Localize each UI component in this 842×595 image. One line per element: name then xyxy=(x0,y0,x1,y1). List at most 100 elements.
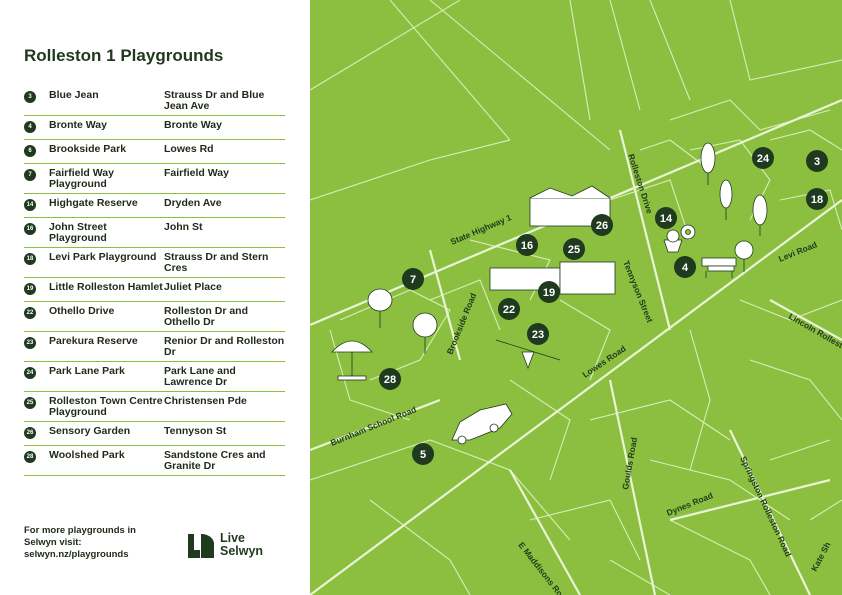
playground-name: Parekura Reserve xyxy=(49,335,138,347)
lincoln-rolleston-road xyxy=(769,299,842,341)
park-bench-icon xyxy=(701,257,737,278)
playground-number: 6 xyxy=(24,145,36,157)
playground-row: 4 Bronte Way Bronte Way xyxy=(24,116,285,140)
map-marker-28[interactable]: 28 xyxy=(379,368,401,390)
map-marker-3[interactable]: 3 xyxy=(806,150,828,172)
playground-number: 3 xyxy=(24,91,36,103)
more-info-line1: For more playgrounds in xyxy=(24,525,136,536)
playground-name: Levi Park Playground xyxy=(49,251,157,263)
playground-street: Dryden Ave xyxy=(164,197,222,209)
illustrations xyxy=(331,142,768,445)
map-marker-label: 28 xyxy=(384,374,396,386)
map-marker-label: 5 xyxy=(420,449,426,461)
live-selwyn-logo-icon xyxy=(188,534,214,558)
map-marker-22[interactable]: 22 xyxy=(498,298,520,320)
playground-number: 4 xyxy=(24,121,36,133)
map-marker-label: 16 xyxy=(521,240,533,252)
more-info-link[interactable]: selwyn.nz/playgrounds xyxy=(24,549,129,560)
playground-street: Strauss Dr and Blue Jean Ave xyxy=(164,89,265,112)
maddisons-road xyxy=(509,469,581,595)
playground-name: Brookside Park xyxy=(49,143,127,155)
playground-number: 19 xyxy=(24,283,36,295)
map-marker-24[interactable]: 24 xyxy=(752,147,774,169)
map-marker-18[interactable]: 18 xyxy=(806,188,828,210)
playground-name: Little Rolleston Hamlet xyxy=(49,281,163,293)
map-marker-circle xyxy=(516,234,538,256)
playground-row: 6 Brookside Park Lowes Rd xyxy=(24,140,285,164)
map-marker-label: 14 xyxy=(660,213,673,225)
map-marker-25[interactable]: 25 xyxy=(563,238,585,260)
map-marker-7[interactable]: 7 xyxy=(402,268,424,290)
playground-number: 18 xyxy=(24,253,36,265)
more-info: For more playgrounds in Selwyn visit: se… xyxy=(24,525,136,561)
map-marker-circle xyxy=(563,238,585,260)
springston-road xyxy=(729,429,811,595)
minor-roads xyxy=(310,0,842,595)
logo-line-selwyn: Selwyn xyxy=(220,544,264,558)
map-marker-circle xyxy=(806,188,828,210)
brookside-road xyxy=(428,249,462,361)
playground-number: 25 xyxy=(24,397,36,409)
map-marker-23[interactable]: 23 xyxy=(527,323,549,345)
map-marker-circle xyxy=(379,368,401,390)
playground-street: Christensen Pde xyxy=(164,395,247,407)
playground-number: 14 xyxy=(24,199,36,211)
map-marker-16[interactable]: 16 xyxy=(516,234,538,256)
map[interactable]: State Highway 1 Rolleston Drive Tennyson… xyxy=(310,0,842,595)
playground-name: Blue Jean xyxy=(49,89,99,101)
car-icon xyxy=(451,403,513,445)
markers: 3 4 5 7 14 16 18 19 22 23 24 25 26 28 xyxy=(379,147,828,465)
map-marker-4[interactable]: 4 xyxy=(674,256,696,278)
seesaw-icon xyxy=(495,339,561,370)
map-marker-26[interactable]: 26 xyxy=(591,214,613,236)
playground-street: Juliet Place xyxy=(164,281,222,293)
playground-street: Bronte Way xyxy=(164,119,222,131)
map-marker-label: 7 xyxy=(410,274,416,286)
playground-name: Woolshed Park xyxy=(49,449,125,461)
map-marker-label: 18 xyxy=(811,194,823,206)
playground-name: Sensory Garden xyxy=(49,425,131,437)
playground-street: Strauss Dr and Stern Cres xyxy=(164,251,269,274)
map-marker-circle xyxy=(538,281,560,303)
playground-street: Tennyson St xyxy=(164,425,227,437)
map-marker-label: 19 xyxy=(543,287,555,299)
live-selwyn-logo: Live Selwyn xyxy=(186,530,263,560)
playground-name: Bronte Way xyxy=(49,119,107,131)
playground-number: 26 xyxy=(24,427,36,439)
playground-number: 24 xyxy=(24,367,36,379)
map-marker-label: 24 xyxy=(757,153,770,165)
playground-name: Rolleston Town Centre Playground xyxy=(49,395,163,418)
map-marker-circle xyxy=(402,268,424,290)
dynes-road xyxy=(669,478,831,522)
map-marker-circle xyxy=(655,207,677,229)
goulds-road xyxy=(608,379,657,595)
playground-number: 7 xyxy=(24,169,36,181)
playground-street: John St xyxy=(164,221,203,233)
playground-row: 18 Levi Park Playground Strauss Dr and Ste… xyxy=(24,248,285,278)
map-marker-circle xyxy=(591,214,613,236)
playground-name: Park Lane Park xyxy=(49,365,125,377)
playground-street: Renior Dr and Rolleston Dr xyxy=(164,335,285,358)
map-marker-19[interactable]: 19 xyxy=(538,281,560,303)
lowes-levi-road xyxy=(310,199,842,595)
map-marker-5[interactable]: 5 xyxy=(412,443,434,465)
playground-street: Sandstone Cres and Granite Dr xyxy=(164,449,266,472)
map-marker-label: 23 xyxy=(532,329,544,341)
playground-street: Rolleston Dr and Othello Dr xyxy=(164,305,249,328)
cupcake-icon xyxy=(663,229,683,253)
map-marker-circle xyxy=(752,147,774,169)
map-marker-14[interactable]: 14 xyxy=(655,207,677,229)
playground-name: Othello Drive xyxy=(49,305,115,317)
playground-street: Lowes Rd xyxy=(164,143,214,155)
playground-row: 3 Blue Jean Strauss Dr and Blue Jean Ave xyxy=(24,86,285,116)
playground-street: Fairfield Way xyxy=(164,167,229,179)
umbrella-table-icon xyxy=(331,340,373,381)
map-marker-label: 25 xyxy=(568,244,580,256)
